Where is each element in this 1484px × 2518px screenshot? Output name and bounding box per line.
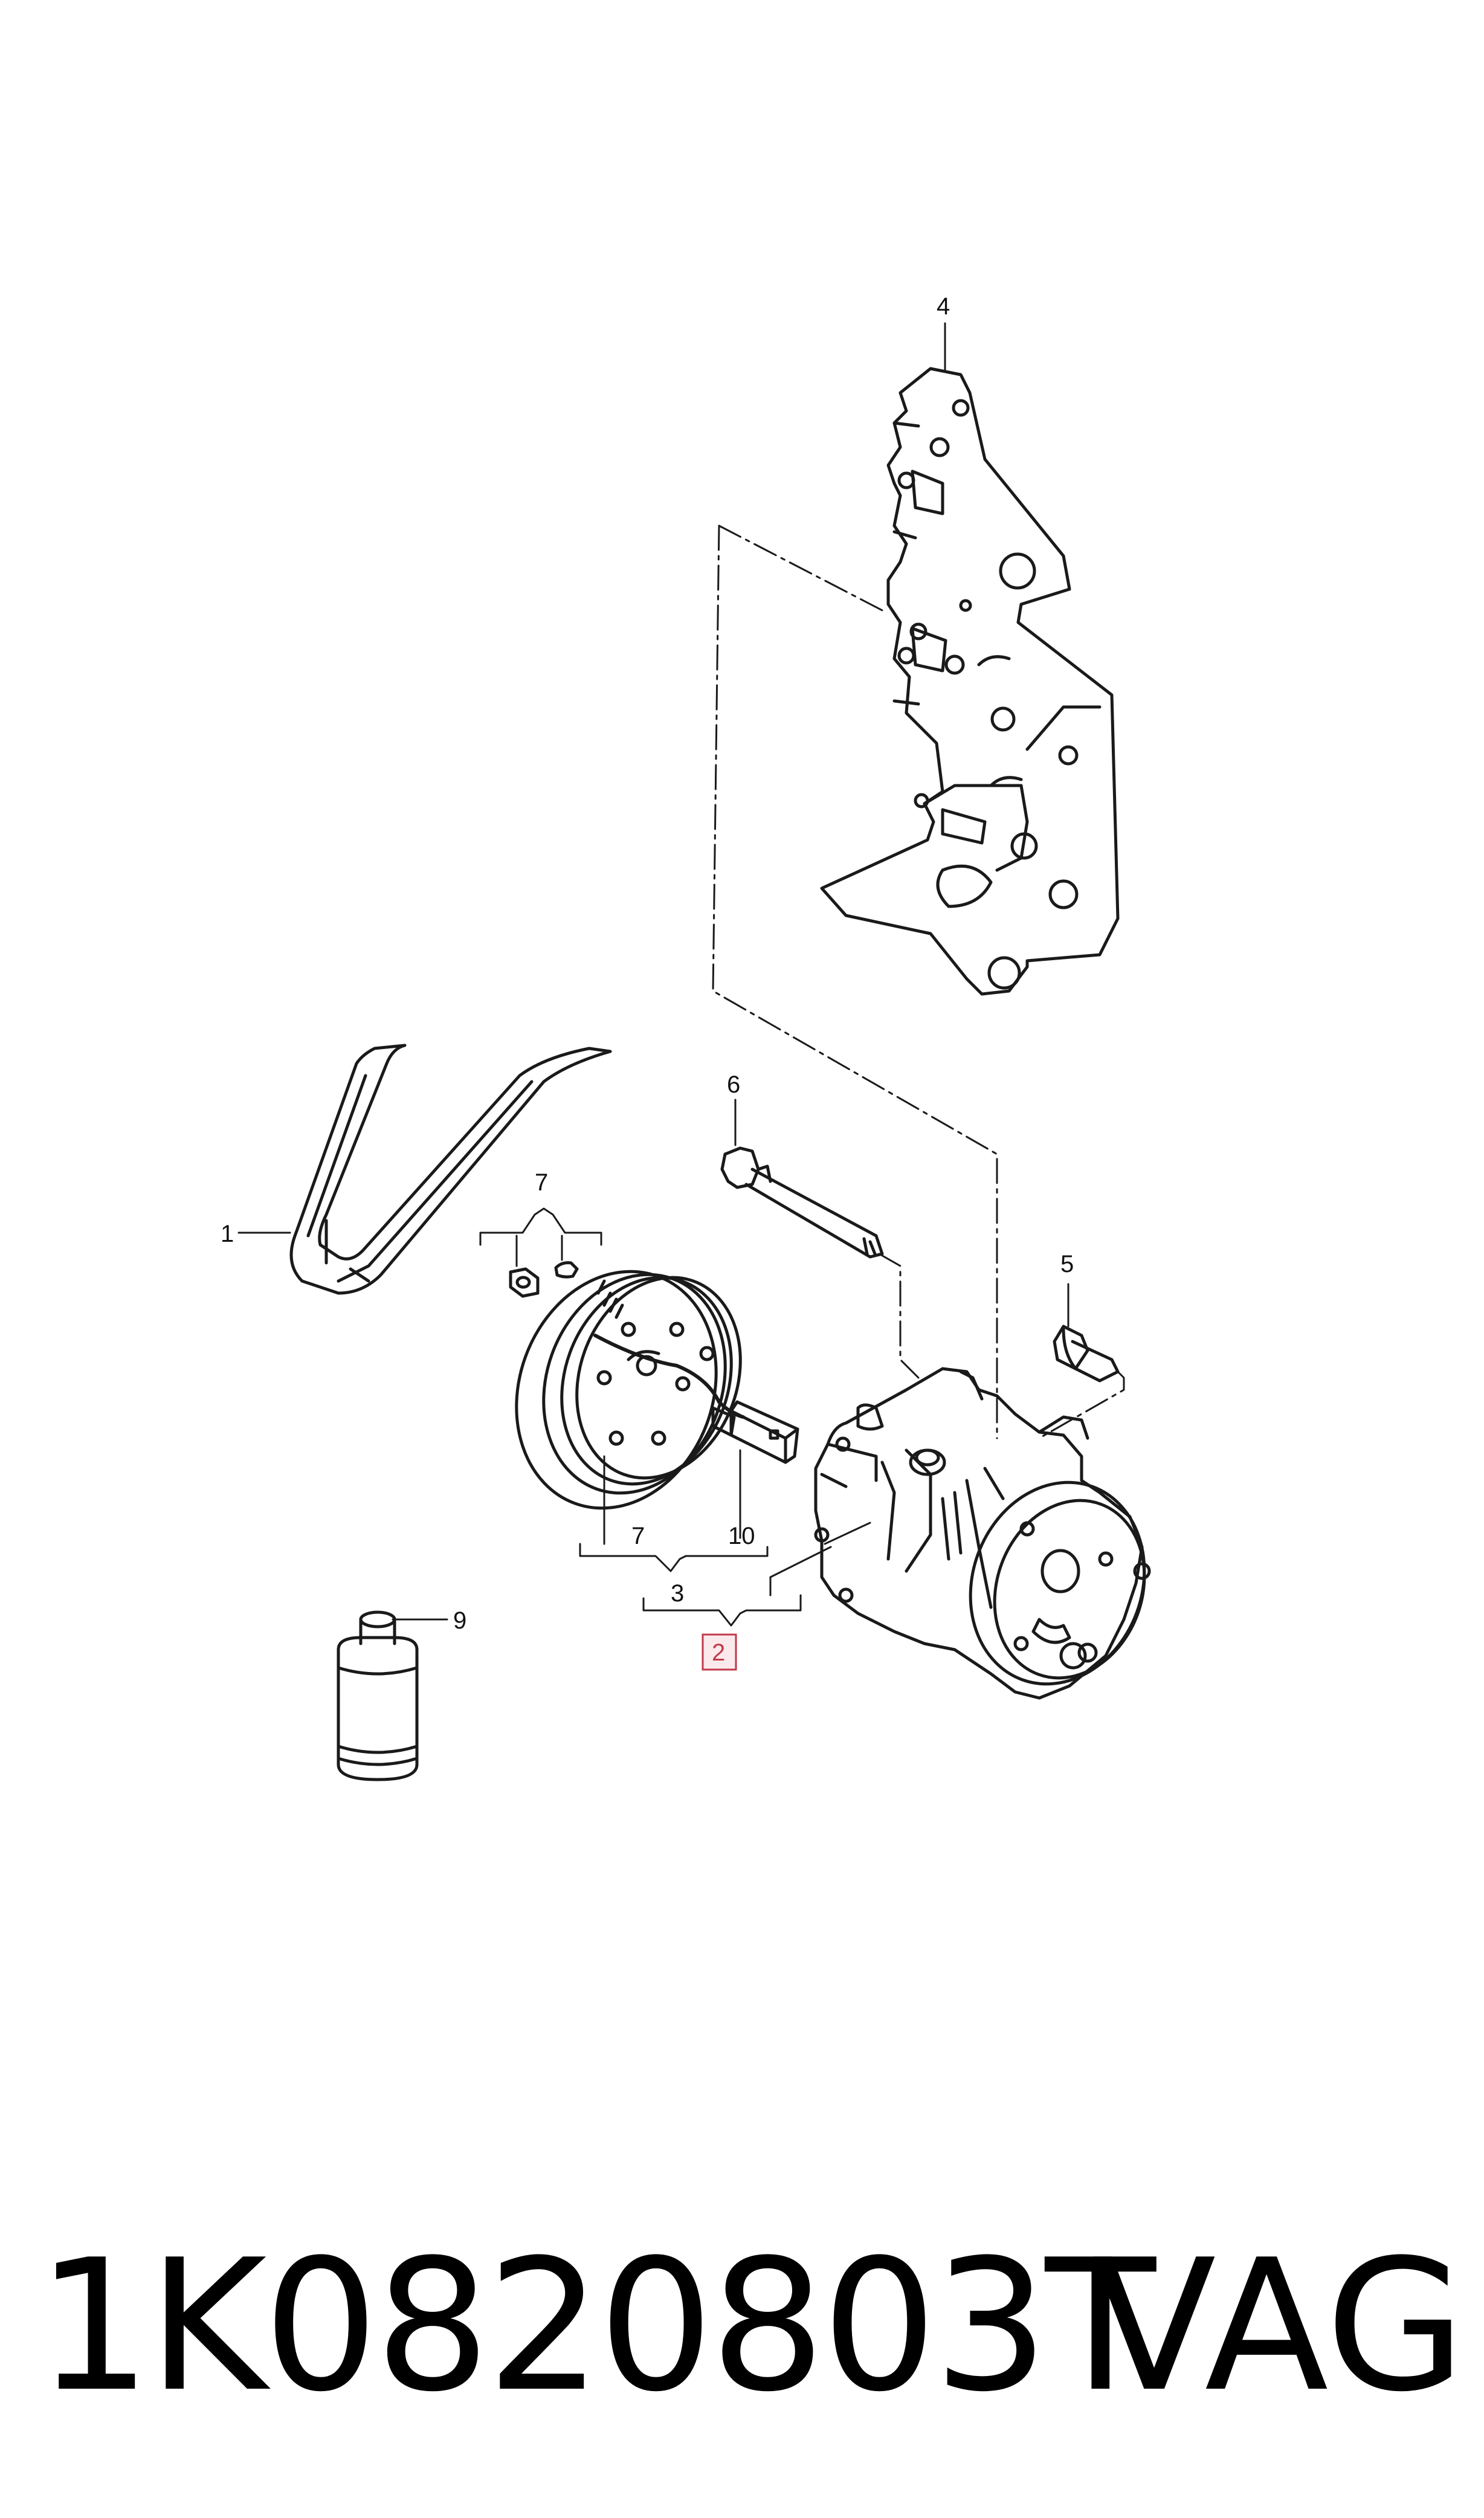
bushing-part[interactable] [1053,1325,1120,1383]
callout-belt[interactable]: 1 [221,1221,234,1247]
assembly-line-bushing [1038,1370,1125,1439]
leader-lines [237,322,1069,1627]
part-number: 1K0820803T [36,2221,1156,2432]
callout-labels: 4 6 1 7 5 9 7 10 3 2 [221,293,1074,1671]
callout-nut-key-top[interactable]: 7 [535,1169,548,1196]
callout-bushing[interactable]: 5 [1060,1251,1074,1277]
assembly-line-bolt [878,1253,920,1379]
oil-bottle-part[interactable] [337,1610,419,1781]
belt-part[interactable] [289,1044,612,1295]
assembly-line-bracket [712,525,998,1439]
brand-name: VAG [1092,2221,1466,2432]
nut-part[interactable] [509,1267,540,1298]
clutch-pulley-part[interactable] [484,1243,767,1536]
bracket-part[interactable] [820,367,1120,996]
compressor-part[interactable] [814,1367,1172,1709]
assembly-line-bracket-top [718,525,883,612]
callout-nut-key-group[interactable]: 7 [631,1523,645,1549]
callout-compressor-highlight-box [702,1633,737,1671]
callout-bracket[interactable]: 4 [937,293,950,320]
callout-compressor[interactable]: 2 [712,1639,725,1666]
callout-bolt[interactable]: 6 [727,1071,740,1098]
callout-wiring-lead[interactable]: 10 [728,1523,755,1549]
wiring-lead-part[interactable] [593,1334,799,1464]
key-part[interactable] [554,1261,579,1279]
callout-clutch-kit[interactable]: 3 [671,1580,684,1607]
bolt-part[interactable] [720,1146,884,1259]
callout-oil-bottle[interactable]: 9 [453,1607,466,1634]
footer: 1K0820803T VAG [0,2212,1484,2441]
